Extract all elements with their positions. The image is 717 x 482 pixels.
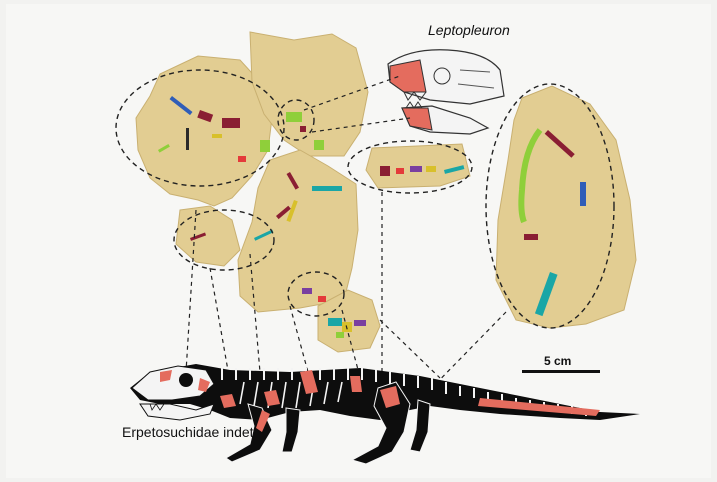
bone-fragment	[302, 288, 312, 294]
bone-fragment	[396, 168, 404, 174]
bone-fragment	[524, 234, 538, 240]
bone-fragment	[300, 126, 306, 132]
bone-fragment	[260, 140, 270, 152]
bone-fragment	[314, 140, 324, 150]
skull-orbit	[179, 373, 193, 387]
bone-fragment	[354, 320, 366, 326]
bone-fragment	[328, 318, 342, 326]
bone-fragment	[212, 134, 222, 138]
scale-bar	[522, 370, 600, 373]
leptopleuron-label: Leptopleuron	[428, 22, 510, 38]
bone-fragment	[312, 186, 342, 191]
bone-fragment	[410, 166, 422, 172]
bone-fragment	[426, 166, 436, 172]
bone-fragment	[380, 166, 390, 176]
bone-fragment	[580, 182, 586, 206]
bone-fragment	[238, 156, 246, 162]
bone-fragment	[318, 296, 326, 302]
bone-fragment	[222, 118, 240, 128]
red-bone	[350, 376, 362, 392]
bone-fragment	[286, 112, 302, 122]
bone-fragment	[336, 332, 344, 338]
erpetosuchidae-label: Erpetosuchidae indet	[122, 424, 254, 440]
bone-fragment	[186, 128, 189, 150]
scale-bar-label: 5 cm	[544, 354, 571, 368]
